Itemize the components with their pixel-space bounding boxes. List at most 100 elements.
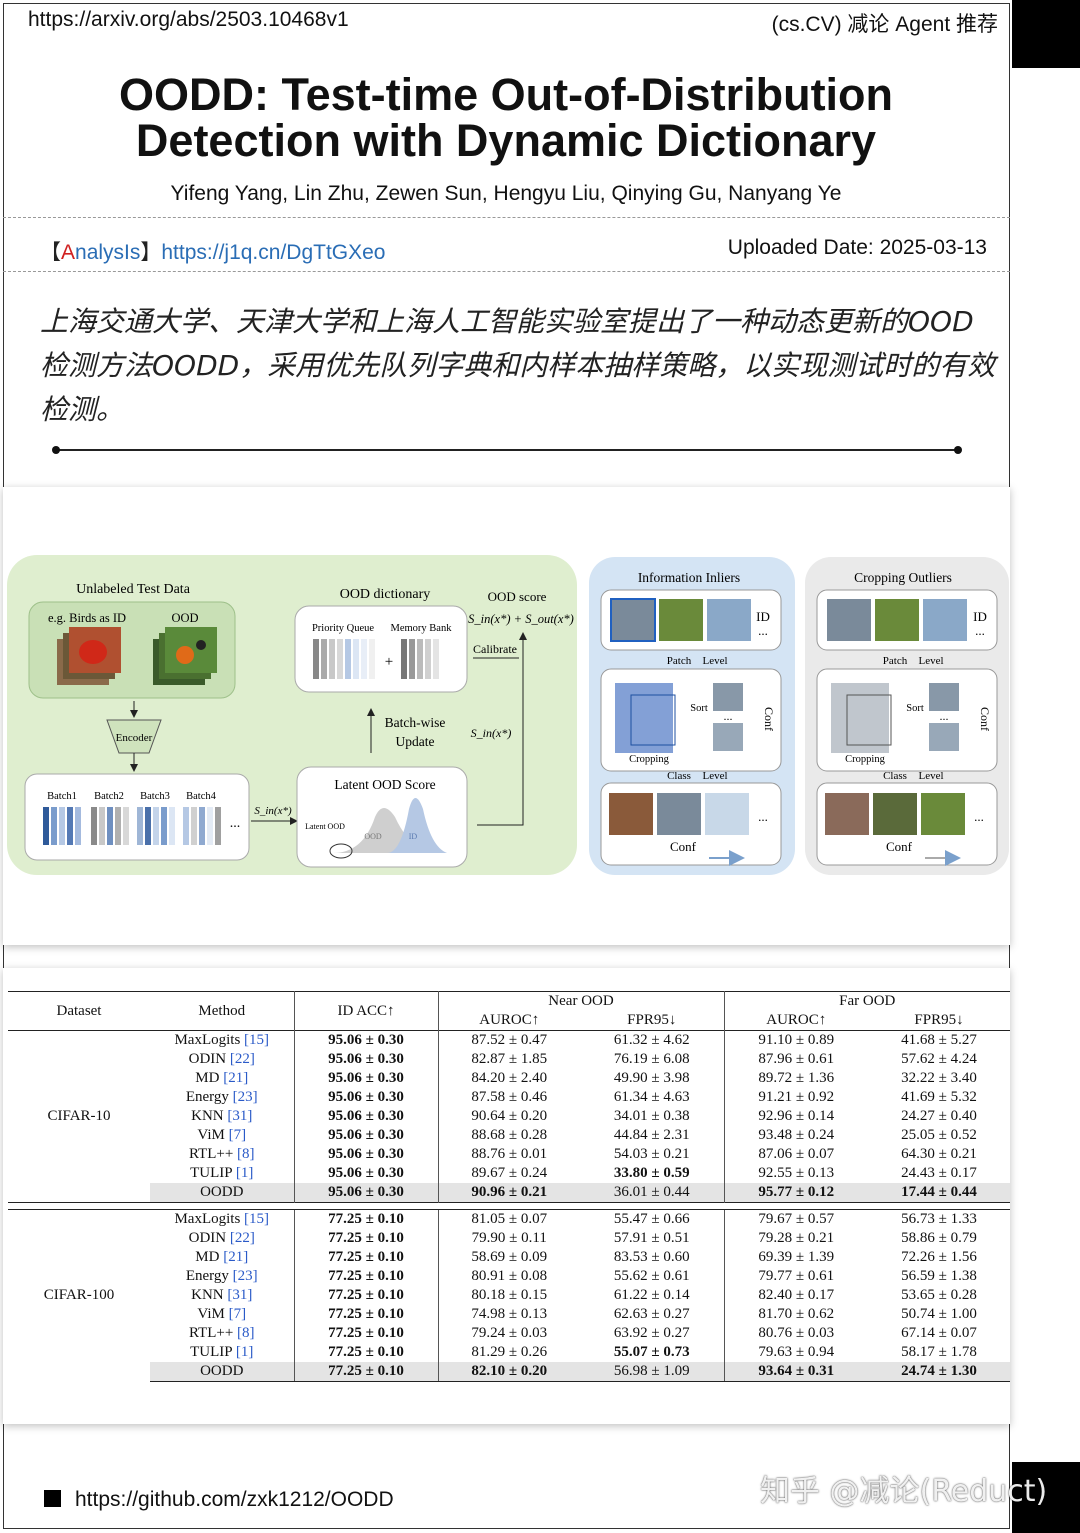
inliers-sort: Sort	[690, 703, 708, 714]
id-bird-images	[57, 627, 121, 685]
analysis-link[interactable]: https://j1q.cn/DgTtGXeo	[161, 241, 386, 264]
outliers-patch: Patch	[883, 655, 908, 667]
citation-link[interactable]: [8]	[237, 1325, 255, 1341]
citation-link[interactable]: [31]	[227, 1108, 253, 1124]
method-name: ODIN	[188, 1051, 227, 1067]
n-auroc-cell: 87.58 ± 0.46	[471, 1089, 548, 1105]
citation-link[interactable]: [23]	[232, 1268, 258, 1284]
results-table: Dataset Method ID ACC↑ Near OOD Far OOD …	[8, 991, 1010, 1382]
method-name: TULIP	[190, 1344, 233, 1360]
figure-card: Unlabeled Test Data e.g. Birds as ID OOD…	[3, 487, 1010, 945]
outliers-sort: Sort	[906, 703, 924, 714]
encoder-label: Encoder	[116, 732, 153, 744]
citation-link[interactable]: [7]	[228, 1127, 247, 1143]
analysis-bracket-close: 】	[140, 241, 162, 264]
method-name: ViM	[197, 1127, 225, 1143]
paper-authors: Yifeng Yang, Lin Zhu, Zewen Sun, Hengyu …	[170, 182, 842, 205]
header-near-ood: Near OOD	[438, 991, 725, 1011]
citation-link[interactable]: [31]	[227, 1287, 253, 1303]
f-auroc-cell: 82.40 ± 0.17	[758, 1287, 835, 1303]
f-fpr-cell: 64.30 ± 0.21	[901, 1146, 977, 1162]
header-id-acc: ID ACC↑	[294, 991, 439, 1031]
acc-cell: 95.06 ± 0.30	[294, 1069, 439, 1088]
acc-cell: 77.25 ± 0.10	[294, 1362, 439, 1382]
method-name: MD	[195, 1249, 220, 1265]
acc-cell: 77.25 ± 0.10	[294, 1209, 439, 1229]
inliers-conf-bottom: Conf	[670, 839, 697, 854]
inliers-class-level: Level	[702, 770, 727, 782]
f-auroc-cell: 93.64 ± 0.31	[724, 1362, 868, 1382]
f-fpr-cell: 41.69 ± 5.32	[901, 1089, 977, 1105]
f-fpr-cell: 58.17 ± 1.78	[901, 1344, 977, 1360]
method-cell: RTL++ [8]	[150, 1324, 295, 1343]
analysis-a-letter: A	[61, 241, 76, 264]
method-name: MaxLogits	[174, 1032, 241, 1048]
acc-cell: 95.06 ± 0.30	[294, 1126, 439, 1145]
corner-block-top	[1012, 0, 1080, 68]
f-auroc-cell: 95.77 ± 0.12	[724, 1183, 868, 1203]
method-name: TULIP	[190, 1165, 233, 1181]
f-fpr-cell: 41.68 ± 5.27	[901, 1032, 977, 1048]
citation-link[interactable]: [1]	[235, 1344, 254, 1360]
n-fpr-cell: 33.80 ± 0.59	[580, 1164, 725, 1183]
header-far-fpr: FPR95↓	[914, 1012, 964, 1028]
inliers-sort-ellipsis: ...	[724, 709, 733, 723]
method-cell: MD [21]	[150, 1069, 295, 1088]
header-near-fpr: FPR95↓	[580, 1011, 725, 1031]
id-distribution	[387, 798, 447, 853]
header-near-auroc: AUROC↑	[479, 1012, 540, 1028]
inliers-class: Class	[667, 770, 691, 782]
acc-cell: 95.06 ± 0.30	[294, 1107, 439, 1126]
memory-bank-bars	[401, 639, 439, 679]
f-auroc-cell: 89.72 ± 1.36	[758, 1070, 835, 1086]
outliers-conf-bottom: Conf	[886, 839, 913, 854]
github-link[interactable]: https://github.com/zxk1212/OODD	[75, 1488, 394, 1511]
n-fpr-cell: 56.98 ± 1.09	[580, 1362, 725, 1382]
citation-link[interactable]: [21]	[223, 1249, 249, 1265]
n-fpr-cell: 55.47 ± 0.66	[580, 1209, 725, 1229]
n-auroc-cell: 80.18 ± 0.15	[471, 1287, 548, 1303]
outliers-conf-vertical: Conf	[978, 707, 992, 731]
f-fpr-cell: 50.74 ± 1.00	[901, 1306, 977, 1322]
method-name: MaxLogits	[174, 1211, 241, 1227]
n-fpr-cell: 54.03 ± 0.21	[580, 1145, 725, 1164]
citation-link[interactable]: [1]	[235, 1165, 254, 1181]
n-fpr-cell: 44.84 ± 2.31	[580, 1126, 725, 1145]
arxiv-link[interactable]: https://arxiv.org/abs/2503.10468v1	[28, 8, 349, 31]
f-auroc-cell: 79.67 ± 0.57	[758, 1211, 835, 1227]
citation-link[interactable]: [8]	[237, 1146, 255, 1162]
paper-title: OODD: Test-time Out-of-Distribution Dete…	[0, 72, 1012, 164]
header-far-auroc: AUROC↑	[766, 1012, 827, 1028]
n-auroc-cell: 90.64 ± 0.20	[471, 1108, 548, 1124]
citation-link[interactable]: [22]	[229, 1051, 255, 1067]
method-cell: Energy [23]	[150, 1267, 295, 1286]
batch-feature-bars	[43, 807, 221, 845]
acc-cell: 95.06 ± 0.30	[294, 1145, 439, 1164]
citation-link[interactable]: [21]	[223, 1070, 249, 1086]
f-fpr-cell: 57.62 ± 4.24	[901, 1051, 977, 1067]
batch4-label: Batch4	[186, 791, 216, 802]
f-fpr-cell: 24.74 ± 1.30	[868, 1362, 1010, 1382]
batch2-label: Batch2	[94, 791, 124, 802]
citation-link[interactable]: [7]	[228, 1306, 247, 1322]
method-name: OODD	[200, 1363, 244, 1379]
citation-link[interactable]: [22]	[229, 1230, 255, 1246]
method-cell: ODIN [22]	[150, 1229, 295, 1248]
citation-link[interactable]: [15]	[244, 1211, 270, 1227]
acc-cell: 77.25 ± 0.10	[294, 1305, 439, 1324]
method-name: MD	[195, 1070, 220, 1086]
header-far-ood: Far OOD	[839, 993, 896, 1009]
n-auroc-cell: 79.24 ± 0.03	[471, 1325, 548, 1341]
f-fpr-cell: 24.43 ± 0.17	[901, 1165, 977, 1181]
method-cell: TULIP [1]	[150, 1343, 295, 1362]
citation-link[interactable]: [23]	[232, 1089, 258, 1105]
citation-link[interactable]: [15]	[244, 1032, 270, 1048]
